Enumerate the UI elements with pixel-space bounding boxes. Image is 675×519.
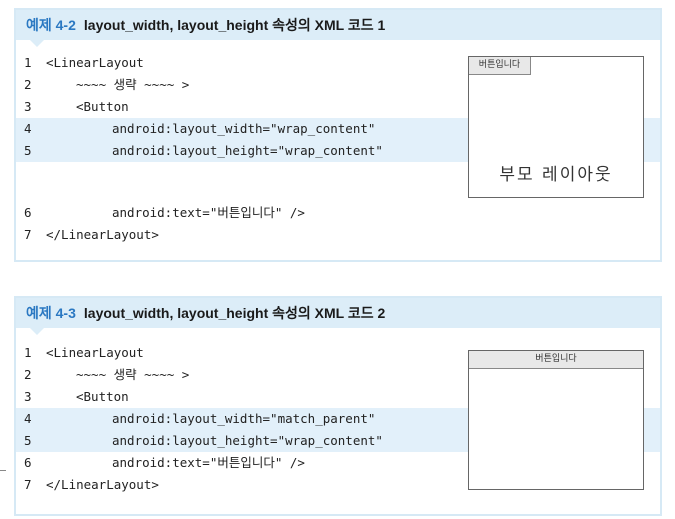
preview-parent-layout: 버튼입니다 — [468, 350, 644, 490]
line-text: android:layout_height="wrap_content" — [112, 143, 383, 158]
line-number: 4 — [24, 411, 32, 426]
code-line: 6 android:text="버튼입니다" /> — [16, 452, 660, 474]
code-line: 7 </LinearLayout> — [16, 224, 660, 246]
line-text: ~~~~ 생략 ~~~~ > — [76, 367, 190, 382]
line-text: android:layout_height="wrap_content" — [112, 433, 383, 448]
line-text: android:layout_width="match_parent" — [112, 411, 376, 426]
preview-button-match-parent: 버튼입니다 — [469, 351, 643, 369]
line-number: 5 — [24, 433, 32, 448]
line-number: 6 — [24, 205, 32, 220]
example-title: layout_width, layout_height 속성의 XML 코드 2 — [83, 305, 386, 321]
code-line: 7 </LinearLayout> — [16, 474, 660, 496]
line-number: 2 — [24, 367, 32, 382]
line-number: 1 — [24, 55, 32, 70]
line-text: ~~~~ 생략 ~~~~ > — [76, 77, 190, 92]
margin-tick — [0, 470, 6, 471]
header-notch — [30, 40, 44, 47]
line-number: 7 — [24, 477, 32, 492]
line-number: 2 — [24, 77, 32, 92]
code-line: 3 <Button — [16, 386, 660, 408]
example-number: 예제 4-2 — [26, 17, 76, 33]
line-text: android:text="버튼입니다" /> — [112, 455, 305, 470]
code-line: 2 ~~~~ 생략 ~~~~ > — [16, 74, 660, 96]
line-text: <Button — [76, 99, 129, 114]
example-number: 예제 4-3 — [26, 305, 76, 321]
line-number: 5 — [24, 143, 32, 158]
code-line: 1 <LinearLayout — [16, 342, 660, 364]
line-number: 7 — [24, 227, 32, 242]
line-text: android:text="버튼입니다" /> — [112, 205, 305, 220]
example-header: 예제 4-2 layout_width, layout_height 속성의 XM… — [16, 10, 660, 40]
line-text: </LinearLayout> — [46, 227, 159, 242]
preview-button-wrap-content: 버튼입니다 — [469, 57, 531, 75]
line-number: 6 — [24, 455, 32, 470]
line-text: <LinearLayout — [46, 345, 144, 360]
example-header: 예제 4-3 layout_width, layout_height 속성의 XM… — [16, 298, 660, 328]
example-4-2-box: 예제 4-2 layout_width, layout_height 속성의 XM… — [14, 8, 662, 262]
line-number: 1 — [24, 345, 32, 360]
code-line: 2 ~~~~ 생략 ~~~~ > — [16, 364, 660, 386]
line-text: </LinearLayout> — [46, 477, 159, 492]
code-line: 1 <LinearLayout — [16, 52, 660, 74]
parent-layout-label: 부모 레이아웃 — [499, 165, 613, 185]
line-number: 3 — [24, 389, 32, 404]
preview-parent-layout: 버튼입니다 부모 레이아웃 — [468, 56, 644, 198]
header-notch — [30, 328, 44, 335]
code-line: 6 android:text="버튼입니다" /> — [16, 202, 660, 224]
example-4-3-box: 예제 4-3 layout_width, layout_height 속성의 XM… — [14, 296, 662, 516]
line-text: android:layout_width="wrap_content" — [112, 121, 376, 136]
line-text: <LinearLayout — [46, 55, 144, 70]
code-line: 3 <Button — [16, 96, 660, 118]
example-title: layout_width, layout_height 속성의 XML 코드 1 — [83, 17, 386, 33]
line-number: 4 — [24, 121, 32, 136]
line-text: <Button — [76, 389, 129, 404]
line-number: 3 — [24, 99, 32, 114]
